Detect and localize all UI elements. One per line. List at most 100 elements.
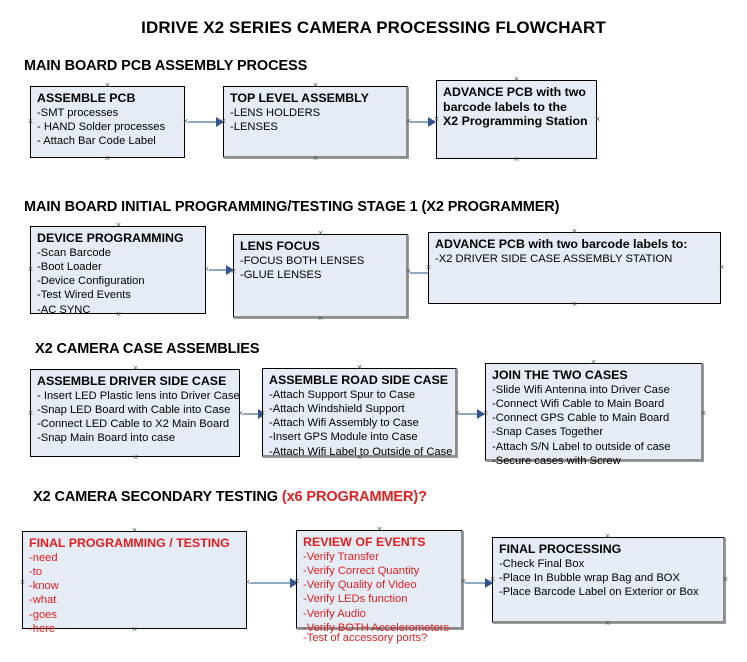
node-item: -LENS HOLDERS xyxy=(230,106,321,119)
node-item: -Snap Cases Together xyxy=(492,426,604,439)
node-top-level-assembly[interactable]: TOP LEVEL ASSEMBLY -LENS HOLDERS -LENSES xyxy=(223,86,408,158)
arrow-review-of-events-to-final-processing xyxy=(465,578,493,588)
section-heading-text: MAIN BOARD INITIAL PROGRAMMING/TESTING S… xyxy=(24,199,560,215)
node-item: - Attach Bar Code Label xyxy=(37,135,156,148)
section-heading-main-board-initial-programming: MAIN BOARD INITIAL PROGRAMMING/TESTING S… xyxy=(24,199,560,215)
node-item: -to xyxy=(29,565,43,578)
arrow-head xyxy=(477,409,485,419)
node-item: -LENSES xyxy=(230,120,278,133)
node-item: -Test Wired Events xyxy=(37,289,131,302)
node-item: -Device Configuration xyxy=(37,275,145,288)
node-title: LENS FOCUS xyxy=(240,239,320,253)
arrow-head xyxy=(290,578,298,588)
node-item: -what xyxy=(29,594,57,607)
node-item: -Attach Wifi Assembly to Case xyxy=(269,417,419,430)
node-item: - Insert LED Plastic lens into Driver Ca… xyxy=(37,389,240,402)
node-title: ADVANCE PCB with two barcode labels to: xyxy=(435,237,688,251)
node-title-line: X2 Programming Station xyxy=(443,114,588,128)
node-item: -Connect LED Cable to X2 Main Board xyxy=(37,418,230,431)
node-item: -Scan Barcode xyxy=(37,246,112,259)
arrow-final-programming-to-review-of-events xyxy=(250,578,298,588)
section-heading-text: MAIN BOARD PCB ASSEMBLY PROCESS xyxy=(24,58,308,74)
node-device-programming[interactable]: DEVICE PROGRAMMING -Scan Barcode -Boot L… xyxy=(30,226,206,316)
section-heading-x2-camera-case-assemblies: X2 CAMERA CASE ASSEMBLIES xyxy=(35,341,260,357)
node-item: -Verify Correct Quantity xyxy=(303,564,420,577)
arrow-shaft xyxy=(188,121,223,123)
node-assemble-pcb[interactable]: ASSEMBLE PCB -SMT processes - HAND Solde… xyxy=(30,86,185,158)
arrow-head xyxy=(216,117,224,127)
node-item: -Connect GPS Cable to Main Board xyxy=(492,412,670,425)
node-item: -Insert GPS Module into Case xyxy=(269,431,418,444)
arrow-shaft xyxy=(243,413,265,415)
node-title: ASSEMBLE PCB xyxy=(37,91,136,105)
node-title: ASSEMBLE DRIVER SIDE CASE xyxy=(37,374,227,388)
node-item: -need xyxy=(29,551,58,564)
node-item: -AC SYNC xyxy=(37,303,91,316)
node-item-overflow: -Test of accessory ports? xyxy=(303,632,428,644)
node-title: DEVICE PROGRAMMING xyxy=(37,231,184,245)
node-item: -Verify Audio xyxy=(303,607,366,620)
arrow-shaft xyxy=(465,582,492,584)
node-item: -Attach Wifi Label to Outside of Case xyxy=(269,445,453,458)
node-title-line: ADVANCE PCB with two xyxy=(443,85,586,99)
node-item: -know xyxy=(29,580,59,593)
node-title-line: barcode labels to the xyxy=(443,99,567,114)
node-item: -Verify Transfer xyxy=(303,550,379,563)
node-title: FINAL PROGRAMMING / TESTING xyxy=(29,536,230,550)
node-review-of-events[interactable]: REVIEW OF EVENTS -Verify Transfer -Verif… xyxy=(296,530,463,644)
section-heading-text: X2 CAMERA CASE ASSEMBLIES xyxy=(35,341,260,357)
node-item: -Attach Support Spur to Case xyxy=(269,388,416,401)
node-join-the-two-cases[interactable]: JOIN THE TWO CASES -Slide Wifi Antenna i… xyxy=(485,363,703,467)
node-item: -Verify BOTH Accelerometers xyxy=(303,621,450,634)
arrow-device-programming-to-lens-focus xyxy=(209,265,234,275)
node-title: ASSEMBLE ROAD SIDE CASE xyxy=(269,373,448,387)
node-item: -Boot Loader xyxy=(37,260,102,273)
node-item: -goes xyxy=(29,608,57,621)
node-item: -Snap LED Board with Cable into Case xyxy=(37,403,231,416)
node-assemble-driver-side-case[interactable]: ASSEMBLE DRIVER SIDE CASE - Insert LED P… xyxy=(30,369,240,457)
arrow-shaft xyxy=(250,582,297,584)
section-heading-x2-camera-secondary-testing: X2 CAMERA SECONDARY TESTING (x6 PROGRAMM… xyxy=(33,489,427,505)
arrow-top-level-assembly-to-advance-pcb xyxy=(410,117,436,127)
node-title: JOIN THE TWO CASES xyxy=(492,368,628,382)
node-advance-pcb-driver-side-station[interactable]: ADVANCE PCB with two barcode labels to: … xyxy=(428,232,721,304)
section-heading-accent: (x6 PROGRAMMER)? xyxy=(281,489,427,505)
node-item: -here xyxy=(29,622,56,635)
node-item: -GLUE LENSES xyxy=(240,268,322,281)
node-item: -FOCUS BOTH LENSES xyxy=(240,254,365,267)
node-final-programming-testing[interactable]: FINAL PROGRAMMING / TESTING -need -to -k… xyxy=(22,531,247,635)
arrow-head xyxy=(485,578,493,588)
arrow-shaft xyxy=(459,413,484,415)
node-item: -Attach Windshield Support xyxy=(269,402,405,415)
node-title: REVIEW OF EVENTS xyxy=(303,535,426,549)
arrow-head xyxy=(428,117,436,127)
node-item: -Place In Bubble wrap Bag and BOX xyxy=(499,571,680,584)
node-lens-focus[interactable]: LENS FOCUS -FOCUS BOTH LENSES -GLUE LENS… xyxy=(233,234,408,318)
arrow-assemble-pcb-to-top-level-assembly xyxy=(188,117,224,127)
node-item: -Attach S/N Label to outside of case xyxy=(492,440,671,453)
node-advance-pcb-programming-station[interactable]: ADVANCE PCB with two barcode labels to t… xyxy=(436,80,597,159)
node-assemble-road-side-case[interactable]: ASSEMBLE ROAD SIDE CASE -Attach Support … xyxy=(262,368,457,458)
node-item: - HAND Solder processes xyxy=(37,120,166,133)
node-item: -Slide Wifi Antenna into Driver Case xyxy=(492,383,670,396)
node-title: TOP LEVEL ASSEMBLY xyxy=(230,91,369,105)
node-item: -SMT processes xyxy=(37,106,119,119)
arrow-road-side-to-join-two-cases xyxy=(459,409,485,419)
node-item: -Place Barcode Label on Exterior or Box xyxy=(499,586,699,599)
node-item: -Verify LEDs function xyxy=(303,593,408,606)
arrow-head xyxy=(226,265,234,275)
arrow-shaft xyxy=(209,269,233,271)
page-title: IDRIVE X2 SERIES CAMERA PROCESSING FLOWC… xyxy=(141,18,606,37)
section-heading-text: X2 CAMERA SECONDARY TESTING xyxy=(33,489,282,505)
node-final-processing[interactable]: FINAL PROCESSING -Check Final Box -Place… xyxy=(492,537,725,623)
section-heading-main-board-pcb-assembly: MAIN BOARD PCB ASSEMBLY PROCESS xyxy=(24,58,307,74)
node-item: -Snap Main Board into case xyxy=(37,432,176,445)
arrow-shaft xyxy=(410,272,435,274)
arrow-shaft xyxy=(410,121,435,123)
node-item: -Secure cases with Screw xyxy=(492,454,621,467)
node-item: -Connect Wifi Cable to Main Board xyxy=(492,397,665,410)
node-title: FINAL PROCESSING xyxy=(499,542,622,556)
node-item: -X2 DRIVER SIDE CASE ASSEMBLY STATION xyxy=(435,252,673,265)
node-item: -Check Final Box xyxy=(499,557,585,570)
